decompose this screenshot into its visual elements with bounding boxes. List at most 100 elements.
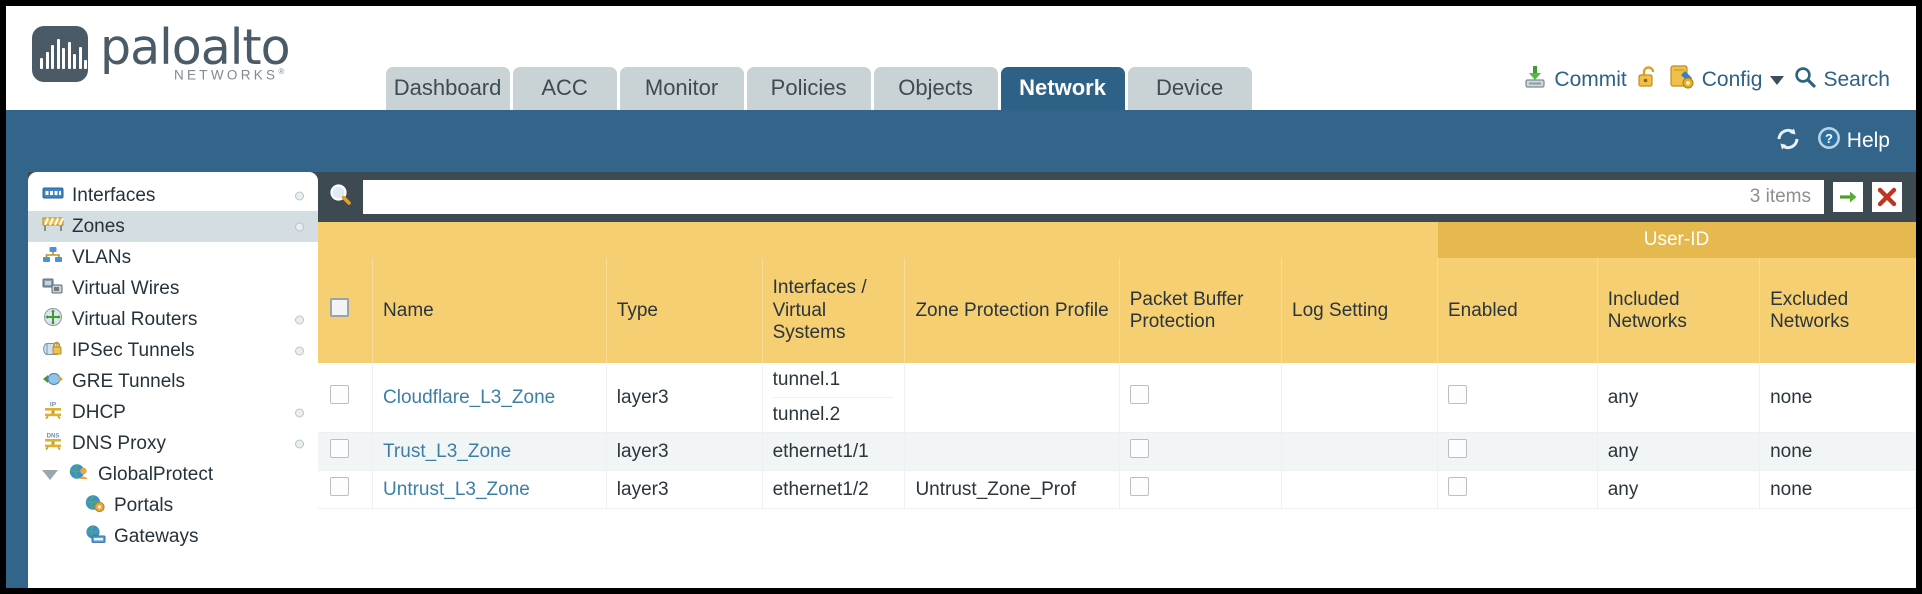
table-row[interactable]: Cloudflare_L3_Zone layer3 tunnel.1 tunne… xyxy=(318,363,1916,434)
left-rail xyxy=(6,172,28,588)
commit-button[interactable]: Commit xyxy=(1522,64,1627,96)
table-row[interactable]: Trust_L3_Zone layer3 ethernet1/1 any non… xyxy=(318,432,1916,472)
column-header-excluded-networks[interactable]: Excluded Networks xyxy=(1759,258,1916,364)
cell-packet-buffer-protection[interactable] xyxy=(1119,432,1283,472)
cell-name[interactable]: Untrust_L3_Zone xyxy=(372,470,607,510)
zone-name-link[interactable]: Cloudflare_L3_Zone xyxy=(383,386,556,408)
cell-zone-protection-profile xyxy=(904,363,1120,434)
column-header-interfaces[interactable]: Interfaces / Virtual Systems xyxy=(762,258,906,364)
packet-buffer-protection-checkbox[interactable] xyxy=(1129,385,1149,405)
zones-icon xyxy=(42,214,64,240)
tab-network[interactable]: Network xyxy=(1000,66,1125,110)
row-checkbox[interactable] xyxy=(330,477,349,497)
search-button[interactable]: Search xyxy=(1793,65,1890,95)
sidebar-item-virtual-wires[interactable]: Virtual Wires xyxy=(28,273,318,304)
chevron-down-icon[interactable] xyxy=(42,469,58,480)
cell-packet-buffer-protection[interactable] xyxy=(1119,363,1283,434)
sidebar-item-label: Gateways xyxy=(114,525,199,547)
portals-icon xyxy=(84,493,106,519)
cell-userid-enabled[interactable] xyxy=(1437,432,1598,472)
sidebar-item-ipsec-tunnels[interactable]: IPSec Tunnels xyxy=(28,335,318,366)
table-head: User-ID Name Type Interfaces / Virtual S… xyxy=(318,222,1916,364)
column-header-included-networks[interactable]: Included Networks xyxy=(1597,258,1761,364)
userid-enabled-checkbox[interactable] xyxy=(1448,385,1467,405)
clear-filter-button[interactable] xyxy=(1872,182,1902,212)
apply-filter-button[interactable] xyxy=(1833,182,1863,212)
cell-excluded-networks: none xyxy=(1759,432,1916,472)
group-header-userid: User-ID xyxy=(1437,222,1916,259)
red-x-clear-icon xyxy=(1877,187,1897,207)
zone-name-link[interactable]: Trust_L3_Zone xyxy=(383,440,512,462)
packet-buffer-protection-checkbox[interactable] xyxy=(1129,477,1149,497)
userid-enabled-checkbox[interactable] xyxy=(1448,439,1467,459)
row-checkbox[interactable] xyxy=(330,439,349,459)
table-body: Cloudflare_L3_Zone layer3 tunnel.1 tunne… xyxy=(318,363,1916,510)
sidebar-item-dhcp[interactable]: IP DHCP xyxy=(28,397,318,428)
header-action-bar: Commit xyxy=(1522,64,1916,110)
commit-save-icon xyxy=(1522,64,1548,96)
userid-enabled-checkbox[interactable] xyxy=(1448,477,1467,497)
content-panel: 3 items xyxy=(318,172,1916,588)
row-select-cell[interactable] xyxy=(318,363,374,434)
green-arrow-apply-icon xyxy=(1840,191,1857,203)
sidebar-item-gateways[interactable]: Gateways xyxy=(28,521,318,552)
cell-name[interactable]: Cloudflare_L3_Zone xyxy=(372,363,607,434)
table-row[interactable]: Untrust_L3_Zone layer3 ethernet1/2 Untru… xyxy=(318,470,1916,510)
sidebar-item-zones[interactable]: Zones xyxy=(28,211,318,242)
interfaces-icon xyxy=(42,183,64,209)
search-magnifier-icon[interactable] xyxy=(328,182,354,213)
column-header-zone-protection-profile[interactable]: Zone Protection Profile xyxy=(904,258,1120,364)
sidebar-item-virtual-routers[interactable]: Virtual Routers xyxy=(28,304,318,335)
cell-userid-enabled[interactable] xyxy=(1437,363,1598,434)
interface-item: tunnel.2 xyxy=(772,397,895,432)
zone-name-link[interactable]: Untrust_L3_Zone xyxy=(383,478,530,500)
vlans-icon xyxy=(42,245,64,271)
sidebar-status-dot xyxy=(295,439,304,448)
brand-name: paloalto xyxy=(100,19,291,76)
sidebar-item-label: Portals xyxy=(114,494,174,516)
padlock-unlocked-icon[interactable] xyxy=(1636,64,1660,96)
cell-userid-enabled[interactable] xyxy=(1437,470,1598,510)
column-header-log-setting[interactable]: Log Setting xyxy=(1281,258,1438,364)
sidebar-item-portals[interactable]: Portals xyxy=(28,490,318,521)
select-all-header[interactable] xyxy=(318,258,374,364)
select-all-checkbox[interactable] xyxy=(330,298,349,318)
tab-acc[interactable]: ACC xyxy=(512,66,617,110)
search-magnifier-icon xyxy=(1793,65,1817,95)
filter-input-wrapper[interactable]: 3 items xyxy=(363,180,1824,214)
sidebar-item-dns-proxy[interactable]: DNS DNS Proxy xyxy=(28,428,318,459)
tab-monitor[interactable]: Monitor xyxy=(619,66,744,110)
help-question-icon: ? xyxy=(1816,125,1842,157)
row-checkbox[interactable] xyxy=(330,385,349,405)
commit-label: Commit xyxy=(1554,68,1627,91)
row-select-cell[interactable] xyxy=(318,470,374,510)
help-button[interactable]: ? Help xyxy=(1816,125,1890,157)
cell-zone-protection-profile: Untrust_Zone_Prof xyxy=(904,470,1120,510)
column-header-type[interactable]: Type xyxy=(606,258,763,364)
config-wrench-icon xyxy=(1669,64,1696,96)
search-input[interactable] xyxy=(376,181,1750,213)
refresh-icon[interactable] xyxy=(1774,126,1802,157)
tab-dashboard[interactable]: Dashboard xyxy=(385,66,510,110)
tab-objects[interactable]: Objects xyxy=(873,66,998,110)
column-header-enabled[interactable]: Enabled xyxy=(1437,258,1598,364)
cell-type: layer3 xyxy=(606,470,763,510)
cell-packet-buffer-protection[interactable] xyxy=(1119,470,1283,510)
cell-name[interactable]: Trust_L3_Zone xyxy=(372,432,607,472)
row-select-cell[interactable] xyxy=(318,432,374,472)
sidebar-item-vlans[interactable]: VLANs xyxy=(28,242,318,273)
config-button[interactable]: Config xyxy=(1669,64,1785,96)
sidebar-item-interfaces[interactable]: Interfaces xyxy=(28,180,318,211)
packet-buffer-protection-checkbox[interactable] xyxy=(1129,439,1149,459)
column-header-name[interactable]: Name xyxy=(372,258,607,364)
tab-policies[interactable]: Policies xyxy=(746,66,871,110)
sidebar-item-globalprotect[interactable]: GlobalProtect xyxy=(28,459,318,490)
sidebar-item-gre-tunnels[interactable]: GRE Tunnels xyxy=(28,366,318,397)
tab-device[interactable]: Device xyxy=(1127,66,1252,110)
sidebar-nav: Interfaces Zones VLANs Vir xyxy=(28,172,318,588)
cell-type: layer3 xyxy=(606,432,763,472)
chevron-down-icon[interactable] xyxy=(1770,75,1785,85)
ipsec-tunnels-icon xyxy=(42,338,64,364)
column-header-packet-buffer-protection[interactable]: Packet Buffer Protection xyxy=(1119,258,1283,364)
interface-item: tunnel.1 xyxy=(772,369,841,391)
